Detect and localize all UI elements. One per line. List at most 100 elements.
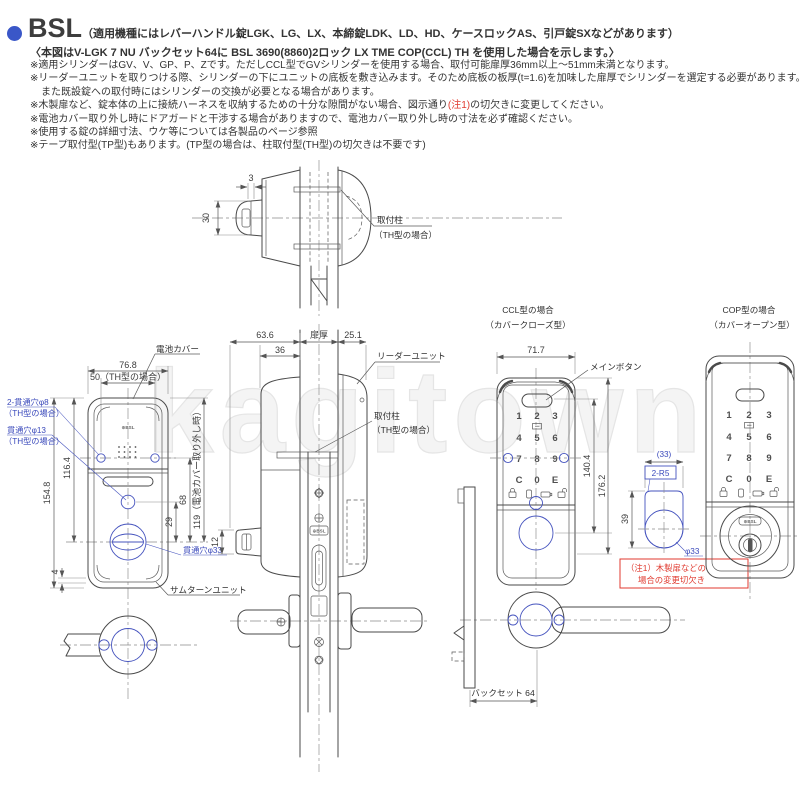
dim-4: 4 bbox=[50, 569, 60, 574]
cop-body bbox=[705, 355, 795, 579]
key-C: C bbox=[516, 475, 523, 486]
note-line-1: （注1）木製扉などの bbox=[626, 563, 706, 573]
key-5: 5 bbox=[534, 433, 540, 444]
key-7: 7 bbox=[726, 453, 731, 464]
side-post-label-sub: （TH型の場合） bbox=[372, 424, 435, 435]
bullet-icon bbox=[7, 26, 22, 41]
note-line-3: また既設錠への取付時にはシリンダーの交換が必要となる場合があります。 bbox=[41, 86, 380, 98]
note-box bbox=[619, 558, 749, 589]
ccl-hole-8-left bbox=[502, 452, 514, 464]
dim-12: 12 bbox=[210, 537, 220, 547]
note-line-1: ※適用シリンダーはGV、V、GP、P、Zです。ただしCCL型でGVシリンダーを使… bbox=[30, 60, 675, 71]
main-button bbox=[521, 393, 553, 408]
ccl-title: CCL型の場合 bbox=[502, 304, 554, 315]
hole13-callout-sub: （TH型の場合） bbox=[4, 436, 64, 446]
ccl-hole-8-right bbox=[558, 452, 570, 464]
rear-view-drawing: ⊕BSL 76.8 50（TH型の場合） 154.8 116.4 4 bbox=[4, 343, 247, 700]
dim-50: 50（TH型の場合） bbox=[90, 371, 166, 382]
key-3: 3 bbox=[766, 410, 771, 421]
dia-33-callout: φ33 bbox=[685, 547, 700, 556]
cop-keypad: 1 2 3 4 5 6 7 8 9 C 0 E bbox=[719, 410, 779, 498]
ccl-body bbox=[496, 377, 576, 586]
hole13-callout: 貫通穴φ13 bbox=[7, 425, 46, 435]
main-button-label: メインボタン bbox=[590, 362, 642, 372]
key-1: 1 bbox=[726, 410, 732, 421]
key-4: 4 bbox=[516, 433, 522, 444]
thumbturn-unit-label: サムターンユニット bbox=[170, 585, 247, 595]
hole8-callout-sub: （TH型の場合） bbox=[4, 408, 64, 418]
through-hole-8-right bbox=[150, 453, 160, 463]
brand-title: BSL bbox=[28, 13, 82, 43]
key-C: C bbox=[726, 474, 733, 485]
dim-63-6: 63.6 bbox=[256, 330, 274, 340]
device-logo: ⊕BSL bbox=[121, 425, 134, 430]
key-5: 5 bbox=[746, 432, 752, 443]
dim-30: 30 bbox=[201, 213, 211, 223]
reader-unit-label: リーダーユニット bbox=[377, 350, 446, 361]
post-label-sub: （TH型の場合） bbox=[374, 229, 437, 240]
ccl-hole-33 bbox=[518, 515, 554, 551]
key-4: 4 bbox=[726, 432, 732, 443]
note-line-4: ※木製扉など、錠本体の上に接続ハーネスを収納するための十分な隙間がない場合、図示… bbox=[30, 100, 610, 112]
cutout-detail-drawing: (33) 2-R5 39 φ33 （注1）木製扉などの 場合の変更切欠き bbox=[619, 450, 749, 589]
ccl-keypad: 1 2 3 4 5 6 7 8 9 C 0 E bbox=[508, 411, 567, 499]
status-icons bbox=[719, 487, 779, 498]
key-6: 6 bbox=[552, 433, 557, 444]
notes-block: ※適用シリンダーはGV、V、GP、P、Zです。ただしCCL型でGVシリンダーを使… bbox=[30, 59, 800, 153]
key-9: 9 bbox=[766, 453, 771, 464]
radius-callout: 2-R5 bbox=[652, 469, 670, 478]
door-thickness-label: 扉厚 bbox=[310, 329, 328, 340]
key-0: 0 bbox=[534, 475, 539, 486]
lock-body-rear bbox=[87, 397, 169, 589]
speaker-dots bbox=[118, 446, 137, 458]
key-2: 2 bbox=[746, 410, 751, 421]
key-3: 3 bbox=[552, 411, 557, 422]
key-9: 9 bbox=[552, 454, 557, 465]
case-screws bbox=[309, 487, 329, 665]
ccl-hole-13 bbox=[529, 496, 543, 510]
side-post-label: 取付柱 bbox=[374, 410, 400, 421]
note-line-5: ※電池カバー取り外し時にドアガードと干渉する場合がありますので、電池カバー取り外… bbox=[30, 113, 578, 125]
post-label: 取付柱 bbox=[377, 214, 403, 225]
dim-29: 29 bbox=[164, 517, 174, 527]
dim-176-2: 176.2 bbox=[597, 475, 607, 498]
dim-140-4: 140.4 bbox=[582, 455, 592, 478]
dim-25-1: 25.1 bbox=[344, 330, 362, 340]
dim-68: 68 bbox=[178, 495, 188, 505]
ccl-subtitle: （カバークローズ型） bbox=[485, 319, 571, 330]
key-8: 8 bbox=[746, 453, 751, 464]
brand-note: （適用機種にはレバーハンドル錠LGK、LG、LX、本締錠LDK、LD、HD、ケー… bbox=[82, 28, 679, 40]
note-red-ref: (注1) bbox=[447, 100, 471, 112]
keyhole bbox=[738, 533, 762, 557]
dim-119: 119（電池カバー取り外し時） bbox=[191, 407, 202, 529]
case-logo: ⊕BSL bbox=[312, 529, 325, 534]
keypad-brand-icon bbox=[744, 422, 754, 429]
dim-71-7: 71.7 bbox=[527, 345, 545, 355]
top-view-drawing: 3 30 取付柱 （TH型の場合） bbox=[192, 160, 562, 316]
key-8: 8 bbox=[534, 454, 539, 465]
through-hole-33 bbox=[109, 523, 147, 561]
dim-36: 36 bbox=[275, 345, 285, 355]
key-E: E bbox=[552, 475, 558, 486]
hole8-callout: 2-貫通穴φ8 bbox=[7, 397, 49, 407]
hole33-callout: 貫通穴φ33 bbox=[183, 545, 222, 555]
dim-116-4: 116.4 bbox=[62, 457, 72, 479]
dim-76-8: 76.8 bbox=[119, 360, 137, 370]
key-7: 7 bbox=[516, 454, 521, 465]
dim-33-ref: (33) bbox=[657, 450, 672, 459]
key-E: E bbox=[766, 474, 772, 485]
side-view-drawing: 63.6 扉厚 25.1 36 12 取付柱 （TH型の場合） リーダーユニット bbox=[210, 324, 446, 772]
cylinder-logo: ⊕BSL bbox=[743, 519, 756, 524]
backset-dim: バックセット 64 bbox=[471, 688, 535, 698]
ccl-front-drawing: CCL型の場合 （カバークローズ型） メインボタン 1 2 3 4 5 6 7 … bbox=[451, 304, 685, 707]
subtitle: 〈本図はV-LGK 7 NU バックセット64に BSL 3690(8860)2… bbox=[30, 47, 620, 59]
dim-39: 39 bbox=[620, 514, 630, 524]
status-icons bbox=[508, 488, 567, 499]
through-hole-8-left bbox=[96, 453, 106, 463]
cop-front-drawing: COP型の場合 （カバーオープン型） 1 2 3 4 5 6 7 8 9 C 0… bbox=[700, 304, 799, 600]
note-line-6: ※使用する錠の詳細寸法、ウケ等については各製品のページ参照 bbox=[30, 127, 318, 139]
note-line-2: ※リーダーユニットを取りつける際、シリンダーの下にユニットの底板を敷き込みます。… bbox=[30, 73, 800, 85]
cop-subtitle: （カバーオープン型） bbox=[709, 320, 794, 330]
key-1: 1 bbox=[516, 411, 522, 422]
